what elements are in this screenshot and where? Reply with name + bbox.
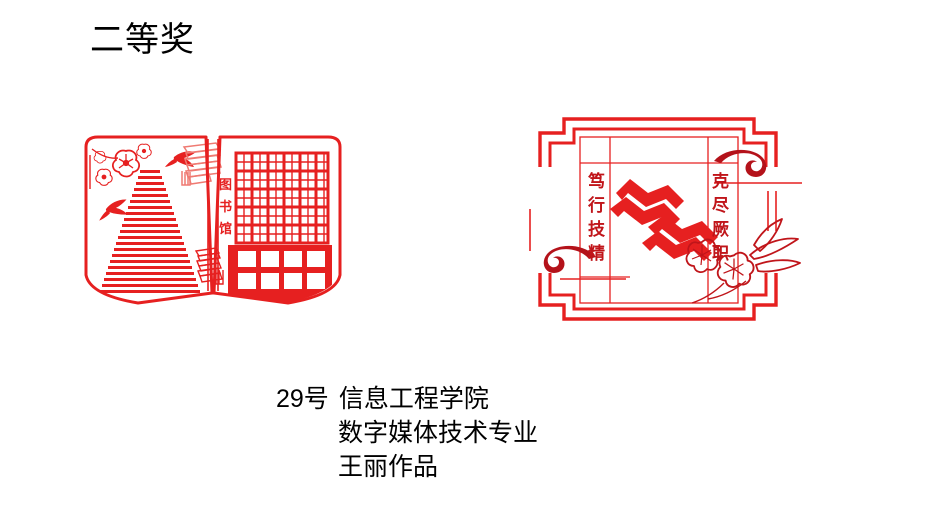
- couplet-right-char-1: 克: [712, 171, 729, 192]
- library-building-icon: [228, 151, 332, 303]
- couplet-left-char-2: 行: [587, 195, 605, 216]
- couplet-left-char-4: 精: [588, 243, 605, 264]
- library-label-char-3: 馆: [219, 221, 232, 237]
- cloud-swirl-bottom-icon: [529, 209, 626, 280]
- entry-number: 29号: [276, 385, 329, 413]
- author-name: 王丽作品: [338, 453, 439, 481]
- flower-cluster-icon: [685, 218, 801, 304]
- cherry-blossom-icon: [89, 143, 152, 189]
- major-name: 数字媒体技术专业: [338, 419, 539, 447]
- page-title: 二等奖: [90, 21, 195, 59]
- couplet-left-char-3: 技: [588, 219, 606, 240]
- inner-column-rules: [579, 136, 739, 304]
- library-label-char-1: 图: [219, 178, 232, 193]
- dove-icon: [99, 151, 196, 221]
- couplet-right-column: 克 尽 厥 职: [712, 171, 730, 264]
- couplet-right-char-3: 厥: [712, 220, 729, 240]
- artwork-right-framed-couplet: 笃 行 技 精 克 尽 厥 职: [518, 105, 818, 335]
- artwork-left-open-book: 图 书 馆: [78, 125, 348, 310]
- open-book-outline: [84, 135, 342, 305]
- caption-line-1: 29号信息工程学院: [276, 382, 538, 416]
- couplet-right-char-4: 职: [712, 244, 729, 264]
- staircase-icon: [100, 170, 200, 293]
- library-vertical-label: 图 书 馆: [219, 178, 232, 237]
- college-name: 信息工程学院: [338, 385, 489, 413]
- stepped-frame-inner: [548, 127, 768, 311]
- couplet-left-column: 笃 行 技 精: [587, 171, 606, 264]
- cloud-swirl-top-icon: [714, 149, 802, 231]
- zigzag-ribbon-icon: [610, 179, 718, 261]
- caption-block: 29号信息工程学院 数字媒体技术专业 王丽作品: [276, 382, 538, 484]
- couplet-left-char-1: 笃: [587, 171, 605, 192]
- library-label-char-2: 书: [219, 199, 232, 215]
- couplet-right-char-2: 尽: [712, 196, 730, 216]
- stepped-frame-outer: [538, 117, 778, 321]
